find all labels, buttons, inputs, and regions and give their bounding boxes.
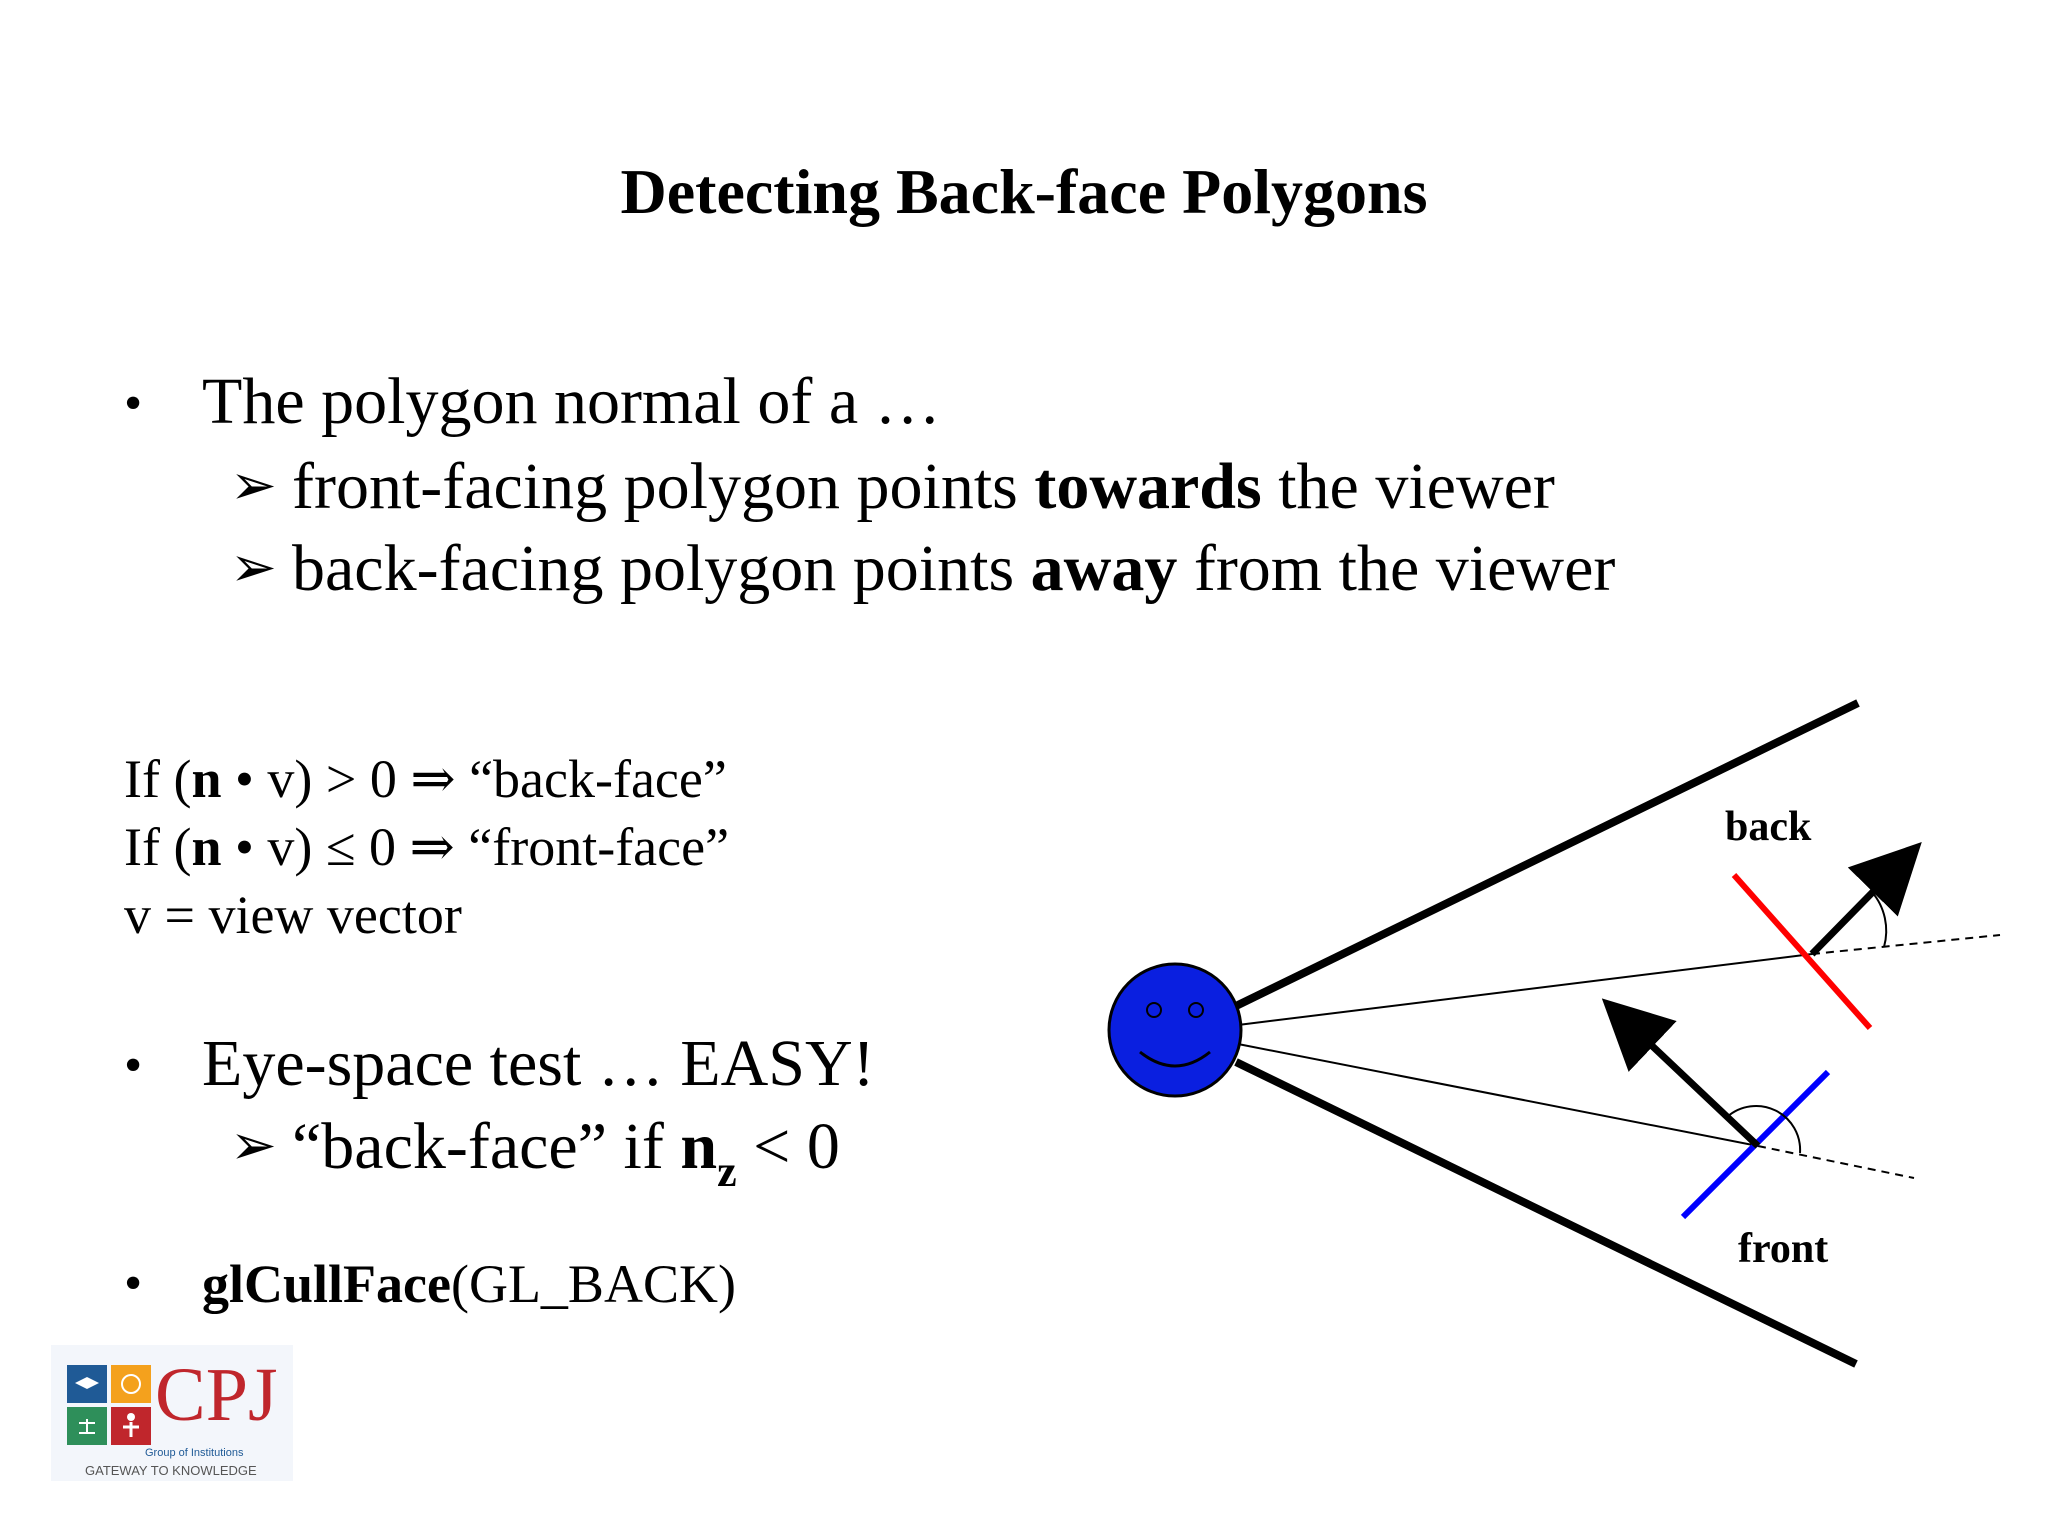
bullet-3-text: glCullFace(GL_BACK) <box>202 1244 736 1324</box>
function-name: glCullFace <box>202 1254 451 1314</box>
sub-bullet-text: front-facing polygon points <box>292 450 1035 523</box>
view-ray-front <box>1237 1043 1759 1147</box>
bullet-marker: • <box>124 1037 143 1094</box>
sub-bullet-arrow-icon: ➢ <box>230 1115 277 1177</box>
normal-symbol: n <box>680 1110 718 1183</box>
view-ray-front-extension <box>1757 1145 1915 1179</box>
back-angle-arc <box>1871 891 1888 948</box>
sub-bullet-back-facing: ➢back-facing polygon points away from th… <box>230 528 1615 609</box>
sub-bullet-arrow-icon: ➢ <box>230 537 277 599</box>
back-polygon <box>1731 873 1873 1030</box>
formula-text-end: • v) > 0 ⇒ “back-face” <box>221 749 727 809</box>
formula-text: If ( <box>124 817 192 877</box>
sub-bullet-text: “back-face” if <box>292 1110 681 1183</box>
view-ray-back <box>1237 953 1813 1026</box>
logo-subtitle: Group of Institutions <box>145 1447 244 1459</box>
bullet-2-text: Eye-space test … EASY! <box>202 1027 875 1100</box>
sub-bullet-front-facing: ➢front-facing polygon points towards the… <box>230 446 1555 527</box>
frustum-bottom-edge <box>1234 1058 1858 1368</box>
sub-bullet-text: back-facing polygon points <box>292 532 1031 605</box>
formula-view-vector: v = view vector <box>124 885 462 945</box>
normal-z-subscript: z <box>717 1147 737 1196</box>
logo-tagline: GATEWAY TO KNOWLEDGE <box>85 1463 257 1478</box>
cpj-logo: CPJ Group of Institutions GATEWAY TO KNO… <box>51 1345 293 1481</box>
label-back: back <box>1725 804 1812 850</box>
normal-symbol: n <box>191 749 222 809</box>
label-front: front <box>1738 1226 1828 1272</box>
front-normal-arrow <box>1601 998 1761 1149</box>
front-angle-arc <box>1726 1105 1802 1154</box>
formula-text: If ( <box>124 749 192 809</box>
logo-brand: CPJ <box>155 1353 278 1437</box>
slide-title: Detecting Back-face Polygons <box>620 156 1428 227</box>
sub-bullet-eye-space: ➢“back-face” if nz < 0 <box>230 1106 840 1196</box>
formula-front-face: If (n • v) ≤ 0 ⇒ “front-face” <box>124 812 729 882</box>
sub-bullet-emphasis: towards <box>1034 450 1262 523</box>
sub-bullet-emphasis: away <box>1030 532 1178 605</box>
bullet-1-text: The polygon normal of a … <box>202 365 941 438</box>
normal-symbol: n <box>191 817 222 877</box>
view-ray-back-extension <box>1811 934 2001 955</box>
bullet-marker: • <box>124 375 143 432</box>
sub-bullet-text-end: < 0 <box>736 1110 840 1183</box>
bullet-marker: • <box>124 1255 143 1312</box>
back-normal-arrow <box>1809 842 1922 957</box>
viewer-eye-icon <box>1107 962 1243 1098</box>
sub-bullet-arrow-icon: ➢ <box>230 455 277 517</box>
sub-bullet-text-end: from the viewer <box>1177 532 1616 605</box>
function-args: (GL_BACK) <box>450 1254 736 1314</box>
formula-back-face: If (n • v) > 0 ⇒ “back-face” <box>124 744 727 814</box>
sub-bullet-text-end: the viewer <box>1261 450 1555 523</box>
frustum-top-edge <box>1234 699 1860 1010</box>
formula-text-end: • v) ≤ 0 ⇒ “front-face” <box>221 817 730 877</box>
